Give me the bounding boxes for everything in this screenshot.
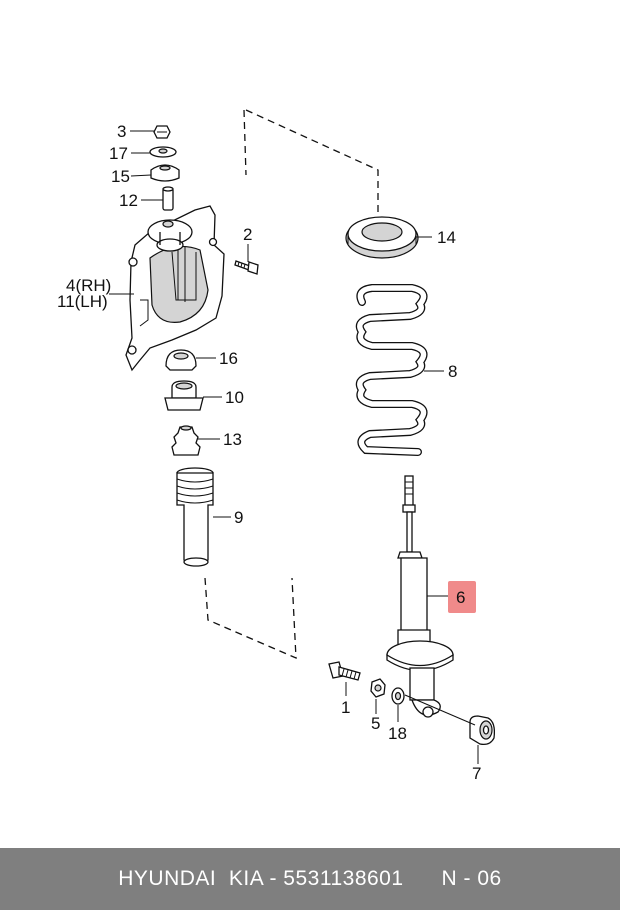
label-part-18: 18 — [388, 724, 407, 743]
footer-brand: HYUNDAI KIA — [118, 867, 264, 890]
label-part-2: 2 — [243, 225, 252, 244]
footer-bar: HYUNDAI KIA - 5531138601 N - 06 — [0, 848, 620, 910]
label-part-6: 6 — [456, 588, 465, 607]
part-6-shock-absorber — [386, 475, 454, 718]
part-labels: 3 17 15 12 2 4(RH) 11(LH) 14 16 10 8 13 … — [57, 122, 481, 783]
part-13-bump-stopper — [171, 425, 201, 456]
label-part-4-rh: 4(RH) — [66, 276, 111, 295]
highlight-box-part-6 — [448, 581, 476, 613]
part-10-bumper-cap — [164, 380, 204, 411]
footer-text: HYUNDAI KIA - 5531138601 N - 06 — [118, 867, 501, 891]
label-part-17: 17 — [109, 144, 128, 163]
label-part-14: 14 — [437, 228, 456, 247]
part-14-spring-seat — [345, 216, 419, 259]
part-18-washer — [391, 687, 405, 705]
part-12-collar — [162, 186, 174, 211]
part-7-bushing — [469, 715, 496, 746]
label-part-13: 13 — [223, 430, 242, 449]
label-part-9: 9 — [234, 508, 243, 527]
label-part-12: 12 — [119, 191, 138, 210]
part-1-bolt — [328, 661, 361, 681]
leader-lines — [109, 130, 479, 764]
label-part-8: 8 — [448, 362, 457, 381]
part-9-dust-cover — [176, 467, 214, 567]
guide-line-top — [243, 109, 379, 215]
label-part-1: 1 — [341, 698, 350, 717]
part-15-bushing — [150, 164, 180, 182]
label-part-7: 7 — [472, 764, 481, 783]
part-5-nut — [370, 678, 386, 698]
label-part-5: 5 — [371, 714, 380, 733]
footer-part-number: 5531138601 — [283, 867, 404, 890]
part-3-nut — [153, 125, 171, 139]
label-part-3: 3 — [117, 122, 126, 141]
label-part-15: 15 — [111, 167, 130, 186]
part-4-11-mounting-bracket — [125, 205, 225, 372]
exploded-parts-diagram: 3 17 15 12 2 4(RH) 11(LH) 14 16 10 8 13 … — [57, 109, 496, 783]
guide-line-bottom — [204, 577, 297, 660]
footer-code: N - 06 — [441, 867, 502, 890]
label-part-16: 16 — [219, 349, 238, 368]
label-part-11-lh: 11(LH) — [57, 292, 108, 311]
part-8-coil-spring — [355, 284, 428, 456]
label-part-10: 10 — [225, 388, 244, 407]
footer-spacer — [404, 867, 442, 890]
part-2-bolt — [234, 260, 259, 275]
footer-separator: - — [263, 867, 284, 890]
part-16-insulator — [165, 349, 197, 371]
part-17-washer — [149, 146, 177, 158]
